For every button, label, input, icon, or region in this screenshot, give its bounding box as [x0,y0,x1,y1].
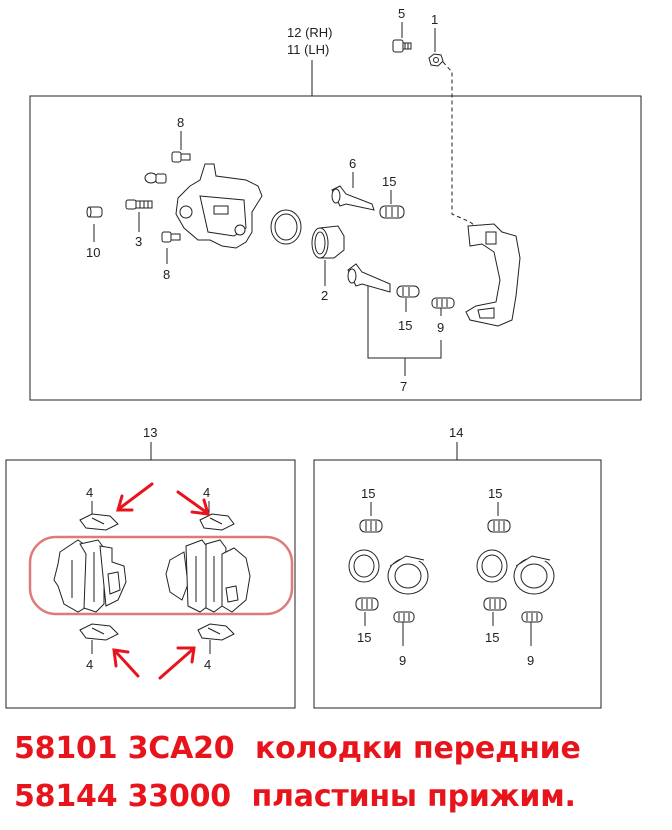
callout-4-top-left: 4 [86,485,93,500]
callout-15-upper: 15 [382,174,396,189]
red-arrow-top-right [176,490,211,516]
caliper-housing [175,163,263,249]
callout-15-kit-b-bottom: 15 [485,630,499,645]
callout-15-lower: 15 [398,318,412,333]
boot-kit-a-top [359,519,383,533]
caliper-assembly-frame [29,95,642,401]
piston-seal-ring [270,209,302,245]
boot-kit-b-bottom [483,597,507,611]
boot-kit-a-bottom [355,597,379,611]
red-arrow-bottom-right [158,646,196,680]
bushing-part-9 [431,297,455,309]
callout-2: 2 [321,288,328,303]
bushing-kit-a [393,611,415,623]
bleeder-screw-part-8-lower [161,231,181,243]
shim-clip-top-right [199,513,235,531]
callout-7: 7 [400,379,407,394]
bushing-kit-b [521,611,543,623]
bolt-part-5 [392,39,412,53]
cap-part-10 [86,206,103,218]
guide-pin-lower [347,263,391,293]
callout-10: 10 [86,245,100,260]
piston-part-2 [311,225,345,259]
piston-ring-kit-b [513,555,555,595]
boot-part-15-upper [379,205,405,219]
part-number-caption-shims: 58144 33000 пластины прижим. [14,779,576,814]
boot-kit-b-top [487,519,511,533]
shim-clip-top-left [79,513,119,531]
callout-6: 6 [349,156,356,171]
seal-ring-kit-a [348,549,380,583]
callout-8-upper: 8 [177,115,184,130]
shim-clip-bottom-right [197,623,235,641]
highlight-pads-outline [28,535,294,616]
seal-kit-frame [313,459,602,709]
callout-14: 14 [449,425,463,440]
callout-4-bottom-left: 4 [86,657,93,672]
boot-part-15-lower [396,285,420,298]
callout-9-kit-b: 9 [527,653,534,668]
callout-3: 3 [135,234,142,249]
callout-11: 11 (LH) [287,42,329,57]
callout-9-kit-a: 9 [399,653,406,668]
pad-kit-frame [5,459,296,709]
callout-15-kit-b: 15 [488,486,502,501]
callout-12: 12 (RH) [287,25,333,40]
brake-pad-pair-right [165,539,251,613]
piston-ring-kit-a [387,555,429,595]
callout-4-bottom-right: 4 [204,657,211,672]
callout-15-kit-a: 15 [361,486,375,501]
guide-pin-part-6 [331,185,375,211]
callout-1: 1 [431,12,438,27]
nut-part-1 [428,53,444,67]
callout-9: 9 [437,320,444,335]
callout-5: 5 [398,6,405,21]
callout-13: 13 [143,425,157,440]
dashed-assembly-line [442,61,479,229]
red-arrow-bottom-left [112,648,140,678]
part-number-caption-pads: 58101 3CA20 колодки передние [14,731,581,766]
seal-ring-kit-b [476,549,508,583]
bleeder-screw-part-8-upper [171,151,191,163]
red-arrow-top-left [116,482,154,512]
callout-4-top-right: 4 [203,485,210,500]
shim-clip-bottom-left [79,623,119,641]
bleeder-cap [144,172,167,184]
screw-part-3 [125,199,153,210]
caliper-carrier-bracket [465,223,521,327]
callout-8-lower: 8 [163,267,170,282]
brake-pad-pair-left [53,539,127,613]
callout-15-kit-a-bottom: 15 [357,630,371,645]
